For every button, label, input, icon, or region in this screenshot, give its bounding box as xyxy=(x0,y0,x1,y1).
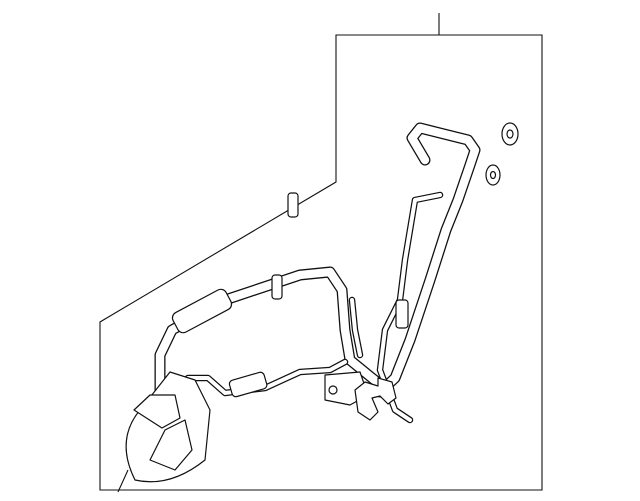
stud-lower xyxy=(271,274,283,300)
discharge-hose xyxy=(348,122,481,424)
assembly-boundary xyxy=(99,34,543,491)
suction-hose-upper xyxy=(142,266,391,436)
liquid-line-lower xyxy=(166,358,349,399)
stud-upper xyxy=(287,192,299,218)
hose-coupling xyxy=(395,299,409,329)
hose-sleeve xyxy=(171,288,233,334)
compressor-manifold xyxy=(117,371,211,493)
hose-clamp xyxy=(133,394,181,429)
hose-clip xyxy=(354,377,397,421)
line-muffler xyxy=(228,371,268,398)
